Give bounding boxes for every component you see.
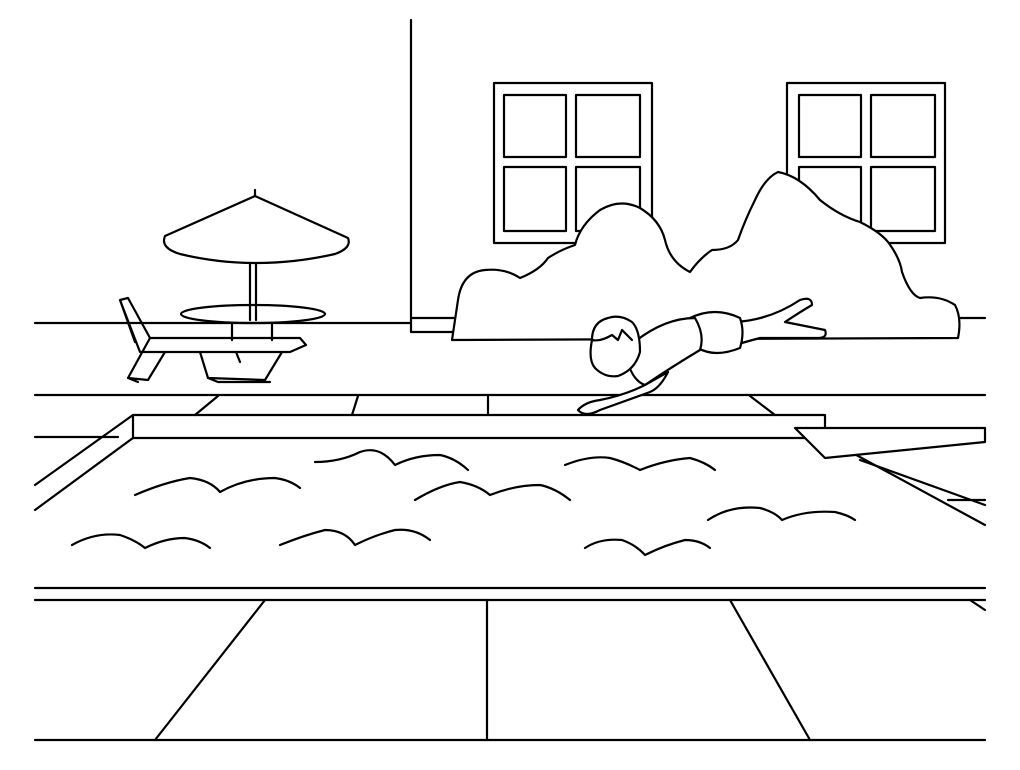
boy-shorts	[688, 310, 744, 355]
water-waves	[70, 449, 857, 557]
window-left	[492, 81, 654, 245]
boy-arm	[576, 370, 670, 416]
boy-legs	[733, 297, 827, 347]
boy-hair	[590, 328, 634, 342]
boy-torso	[623, 316, 703, 387]
patio-umbrella	[162, 188, 350, 322]
pool-deck	[33, 393, 987, 507]
lounge-chair	[118, 296, 308, 384]
diving-boy	[576, 297, 827, 416]
boy-head	[589, 315, 642, 378]
patio-table	[179, 303, 327, 325]
diving-board	[793, 426, 987, 460]
deck-tiles	[33, 598, 987, 742]
building-wall-edge	[409, 18, 460, 334]
bushes	[450, 170, 961, 342]
